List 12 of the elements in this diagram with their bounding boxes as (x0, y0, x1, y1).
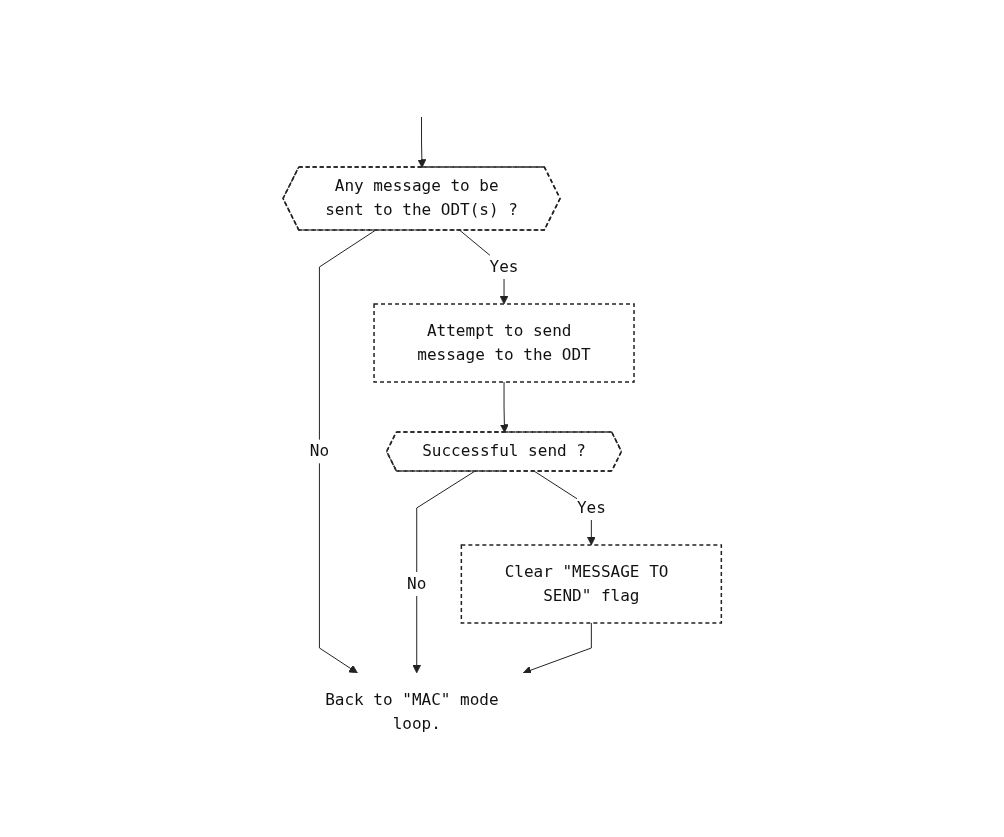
arrow (417, 116, 427, 168)
arrow (522, 622, 592, 674)
edge-label: No (309, 441, 329, 460)
node-box: Attempt to send message to the ODT (373, 302, 635, 383)
edge-label: Yes (576, 497, 606, 517)
arrow (499, 381, 509, 433)
node-text: Back to "MAC" mode loop. (325, 689, 499, 733)
edge-label: No (406, 573, 427, 593)
node-box: Clear "MESSAGE TO SEND" flag (460, 543, 722, 624)
arrow (412, 470, 475, 673)
arrow (318, 229, 376, 673)
edge-label: Yes (489, 256, 519, 276)
